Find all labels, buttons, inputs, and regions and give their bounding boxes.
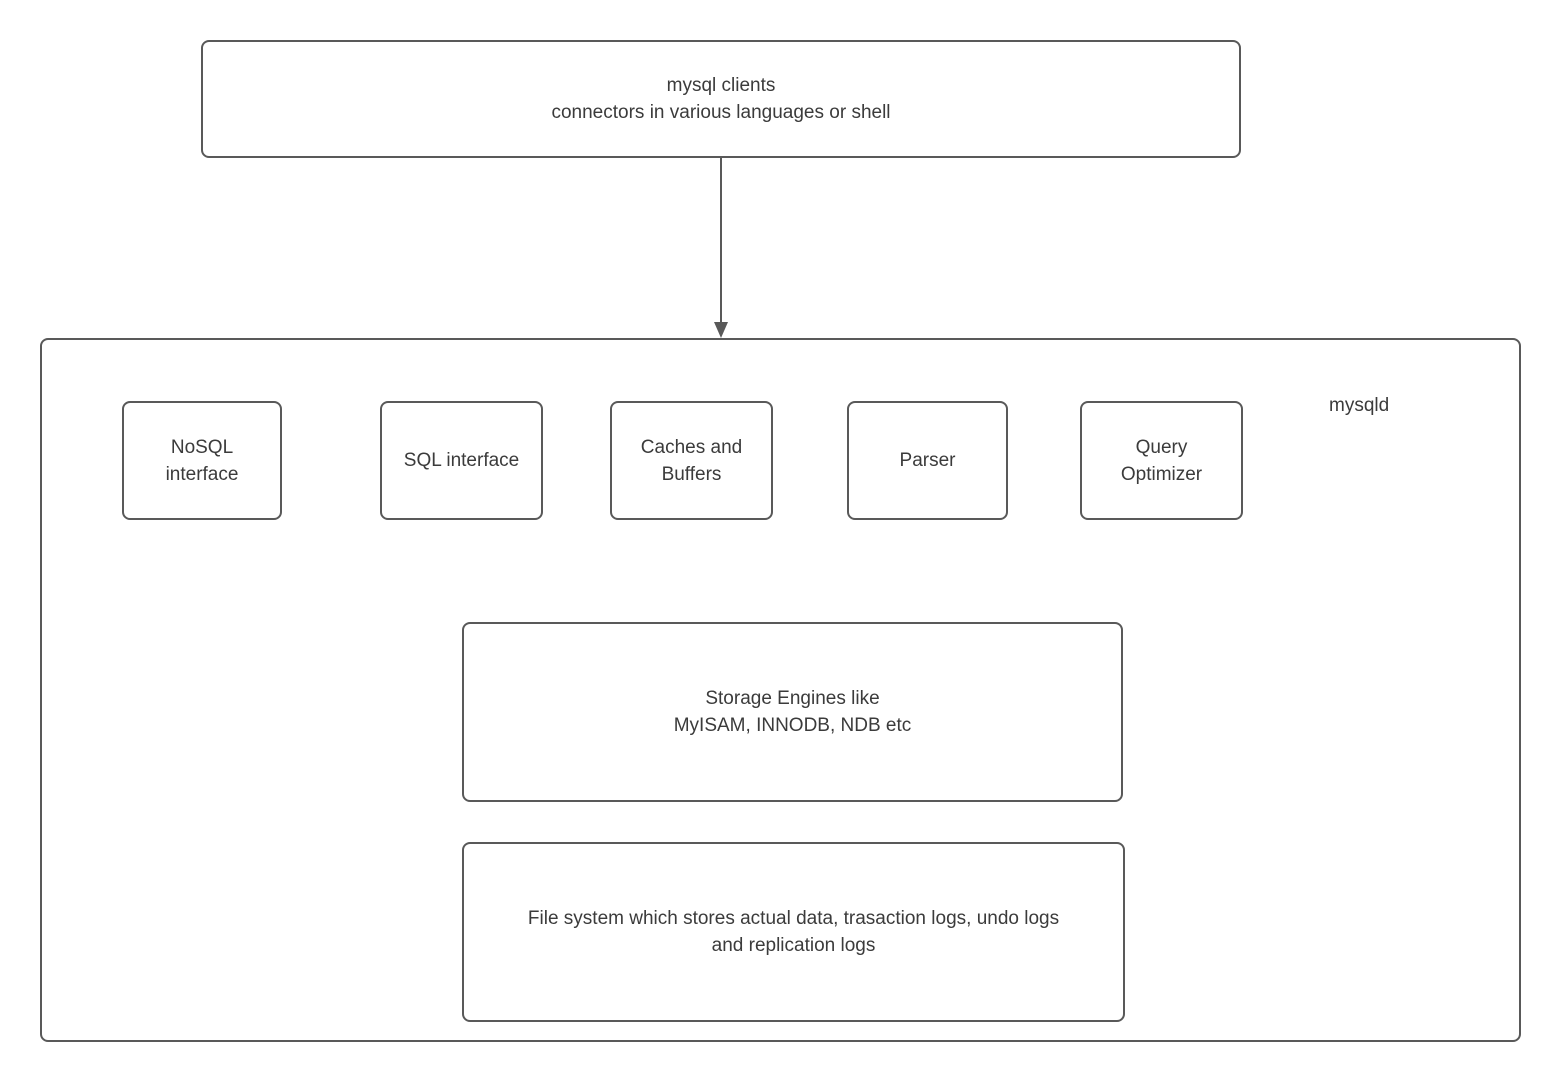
node-query-optimizer-label-line2: Optimizer (1120, 463, 1203, 485)
arrow-clients-to-mysqld (713, 158, 729, 338)
node-sql-interface-label: SQL interface (403, 450, 520, 471)
node-nosql-interface-label-line2: interface (165, 463, 239, 485)
arrow-down-icon (714, 322, 728, 338)
arrow-line (720, 158, 722, 324)
mysqld-container-label: mysqld (1329, 395, 1390, 416)
node-storage-engines-label-line1: Storage Engines like (705, 688, 880, 709)
node-storage-engines: Storage Engines like MyISAM, INNODB, NDB… (462, 622, 1123, 802)
node-file-system-label-line2: and replication logs (711, 935, 876, 956)
node-caches-and-buffers: Caches and Buffers (610, 401, 773, 520)
node-nosql-interface: NoSQL interface (122, 401, 282, 520)
node-parser-label: Parser (899, 450, 956, 471)
node-mysql-clients-label-line2: connectors in various languages or shell (551, 102, 891, 123)
node-mysql-clients: mysql clients connectors in various lang… (201, 40, 1241, 158)
node-file-system: File system which stores actual data, tr… (462, 842, 1125, 1022)
node-sql-interface: SQL interface (380, 401, 543, 520)
node-mysql-clients-label-line1: mysql clients (666, 75, 776, 96)
node-storage-engines-label-line2: MyISAM, INNODB, NDB etc (673, 715, 912, 736)
node-file-system-label-line1: File system which stores actual data, tr… (527, 908, 1060, 929)
node-parser: Parser (847, 401, 1008, 520)
node-nosql-interface-label-line1: NoSQL (170, 436, 234, 458)
node-caches-and-buffers-label-line1: Caches and (640, 436, 743, 458)
node-query-optimizer: Query Optimizer (1080, 401, 1243, 520)
node-query-optimizer-label-line1: Query (1135, 436, 1188, 458)
container-mysqld: mysqld NoSQL interface SQL interface Cac… (40, 338, 1521, 1042)
node-caches-and-buffers-label-line2: Buffers (661, 463, 722, 485)
